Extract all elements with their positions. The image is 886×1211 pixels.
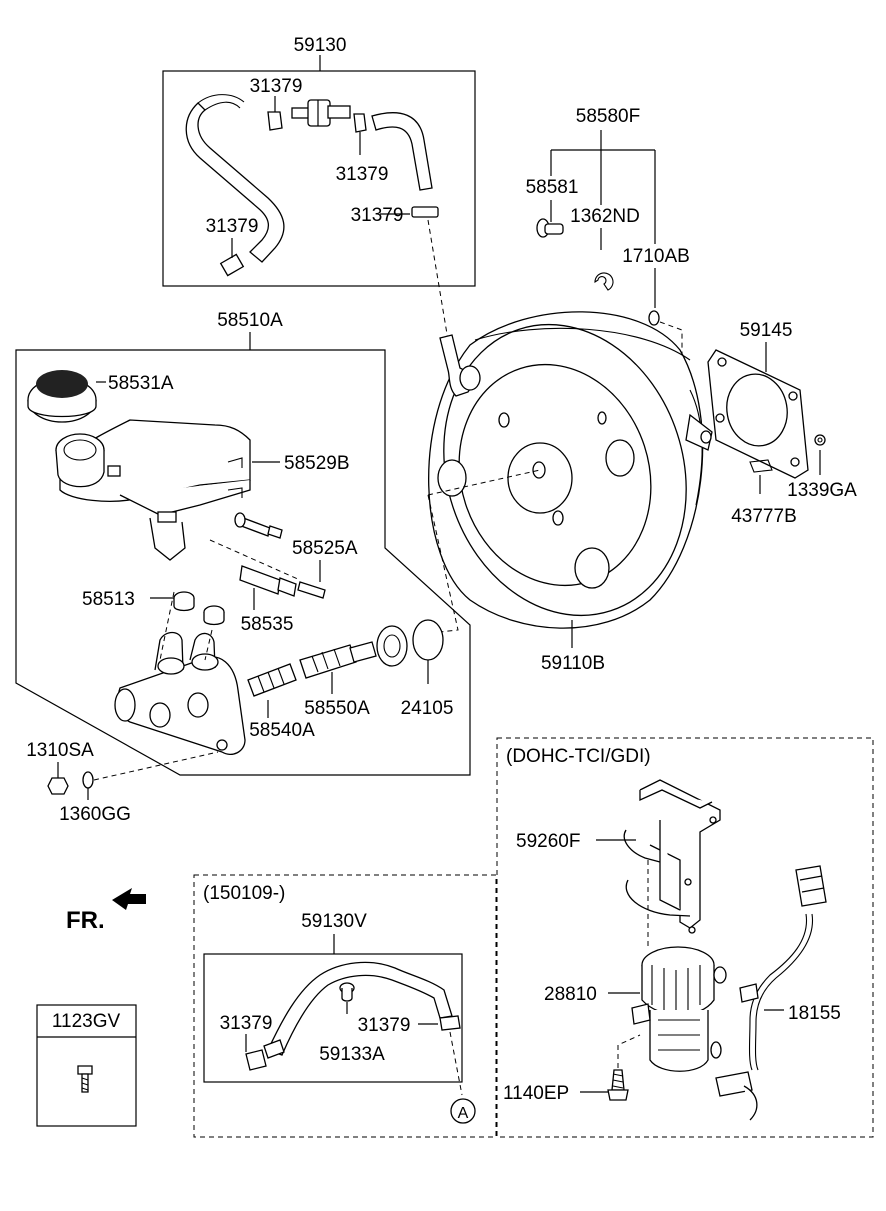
vacuum-hose-v xyxy=(267,961,453,1056)
label-fr: FR. xyxy=(66,907,105,934)
dohc-box xyxy=(496,737,874,1138)
piston-58550A xyxy=(299,641,377,679)
seal-ring xyxy=(376,625,408,667)
gasket-59145: 59145 1339GA 43777B xyxy=(707,320,857,527)
reference-a-circle xyxy=(450,1098,476,1124)
brake-booster-59110B: 59110B xyxy=(427,311,713,674)
label-1339GA: 1339GA xyxy=(787,480,857,501)
clip-1362ND xyxy=(594,272,614,291)
label-1123GV: 1123GV xyxy=(52,1011,121,1032)
label-59260F: 59260F xyxy=(516,831,580,852)
master-cylinder-body xyxy=(114,591,246,755)
label-dohc: (DOHC-TCI/GDI) xyxy=(506,746,651,767)
label-ref-a: A xyxy=(458,1105,469,1122)
master-cylinder-58510A-group: 58510A 58531A 58529B xyxy=(15,310,471,776)
piston-58540A xyxy=(247,663,297,697)
label-58540A: 58540A xyxy=(249,720,315,741)
revision-box xyxy=(193,874,497,1138)
part-1123GV-box xyxy=(36,1004,137,1127)
fasteners-1310SA-1360GG: 1310SA 1360GG xyxy=(26,740,219,825)
label-59110B: 59110B xyxy=(541,653,605,674)
label-58529B: 58529B xyxy=(284,453,350,474)
label-59133A: 59133A xyxy=(319,1044,385,1065)
label-58535: 58535 xyxy=(241,614,294,635)
fittings-58580F: 58580F 58581 1362ND 1710AB xyxy=(526,106,690,420)
front-arrow-icon xyxy=(112,888,146,910)
part-1123GV-group: 1123GV xyxy=(36,1004,137,1127)
master-cylinder-box xyxy=(15,349,471,776)
front-direction-indicator: FR. xyxy=(66,888,146,934)
bolt-58525A xyxy=(234,512,283,539)
label-28810: 28810 xyxy=(544,984,597,1005)
hose-kit-59130V-box xyxy=(203,953,463,1083)
label-43777B: 43777B xyxy=(731,506,797,527)
vacuum-hose-right xyxy=(371,112,433,191)
label-58581: 58581 xyxy=(526,177,579,198)
hose-kit-box xyxy=(162,70,476,287)
label-59145: 59145 xyxy=(740,320,793,341)
pin-58581 xyxy=(536,218,564,238)
label-58550A: 58550A xyxy=(304,698,370,719)
label-24105: 24105 xyxy=(401,698,454,719)
label-150109: (150109-) xyxy=(203,883,285,904)
hose-kit-59130-group: 59130 31379 31379 31379 31379 xyxy=(162,35,476,287)
label-1710AB: 1710AB xyxy=(622,246,690,267)
bracket-59260F xyxy=(623,779,721,934)
label-1310SA: 1310SA xyxy=(26,740,94,761)
bolt-1140EP xyxy=(607,1034,641,1101)
label-58510A: 58510A xyxy=(217,310,283,331)
dohc-group: (DOHC-TCI/GDI) 59260F 28810 xyxy=(496,737,874,1138)
vacuum-hose-left xyxy=(185,102,285,263)
hose-kit-59130V-group: (150109-) 59130V 59133A 31379 31379 A xyxy=(193,874,497,1138)
pump-28810 xyxy=(631,946,727,1072)
label-58531A: 58531A xyxy=(108,373,174,394)
label-1140EP: 1140EP xyxy=(503,1083,569,1104)
oring-24105 xyxy=(412,619,444,661)
label-59130: 59130 xyxy=(294,35,347,56)
label-31379-a: 31379 xyxy=(250,76,303,97)
screw-icon xyxy=(77,1065,93,1093)
oring-1710AB xyxy=(648,310,660,326)
label-31379-d: 31379 xyxy=(206,216,259,237)
label-1360GG: 1360GG xyxy=(59,804,131,825)
label-1362ND: 1362ND xyxy=(570,206,640,227)
reservoir-cap-58531A xyxy=(27,370,106,423)
wiring-harness-18155 xyxy=(715,865,827,1121)
label-31379-e: 31379 xyxy=(220,1013,273,1034)
label-31379-b: 31379 xyxy=(336,164,389,185)
label-31379-c: 31379 xyxy=(351,205,404,226)
label-58580F: 58580F xyxy=(576,106,640,127)
label-18155: 18155 xyxy=(788,1003,841,1024)
label-58525A: 58525A xyxy=(292,538,358,559)
label-31379-f: 31379 xyxy=(358,1015,411,1036)
label-58513: 58513 xyxy=(82,589,135,610)
connector-58535 xyxy=(239,565,297,597)
reservoir-58529B xyxy=(55,419,251,561)
grommet-58513 xyxy=(173,591,225,626)
check-valve xyxy=(291,99,351,127)
label-59130V: 59130V xyxy=(301,911,367,932)
